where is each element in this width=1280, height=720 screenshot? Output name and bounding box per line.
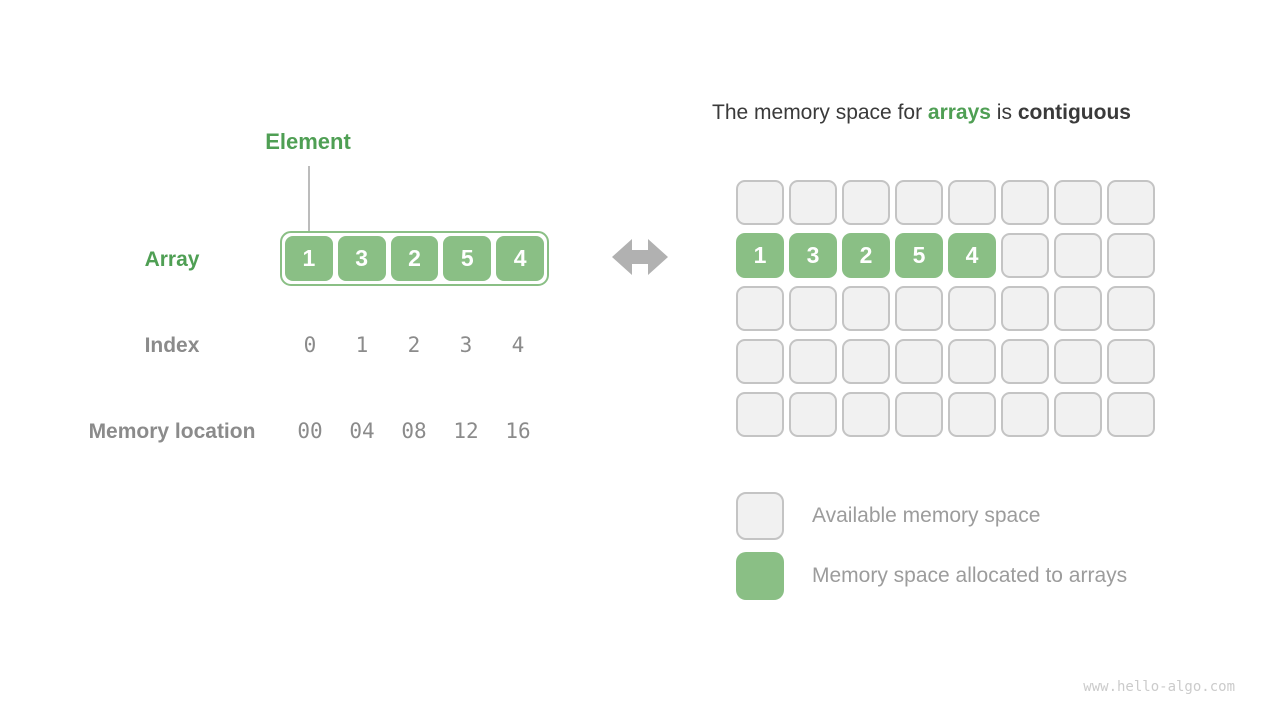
legend-swatch-available: [736, 492, 784, 540]
array-label: Array: [144, 248, 200, 271]
memory-cell-available: [1107, 339, 1155, 384]
memory-location-value: 12: [453, 419, 479, 443]
memory-cell-available: [1107, 392, 1155, 437]
memory-cell-available: [789, 392, 837, 437]
memory-cell-available: [895, 180, 943, 225]
index-label: Index: [144, 334, 200, 357]
memory-cell-allocated: 3: [789, 233, 837, 278]
memory-cell-available: [1001, 339, 1049, 384]
legend-label-available: Available memory space: [812, 504, 1041, 527]
memory-location-value: 16: [505, 419, 531, 443]
watermark-url: www.hello-algo.com: [1083, 679, 1235, 695]
memory-location-value: 00: [297, 419, 323, 443]
memory-location-row: 00 04 08 12 16: [284, 418, 544, 445]
memory-cell-available: [948, 286, 996, 331]
array-cell: 5: [443, 236, 492, 281]
memory-location-value: 08: [401, 419, 427, 443]
legend-swatch-allocated: [736, 552, 784, 600]
legend-label-allocated: Memory space allocated to arrays: [812, 564, 1128, 587]
memory-cell-available: [1054, 339, 1102, 384]
memory-title-middle: is: [990, 101, 1018, 124]
index-value: 0: [303, 333, 317, 357]
memory-cell-available: [736, 286, 784, 331]
memory-title: The memory space for arrays is contiguou…: [712, 101, 1131, 125]
memory-cell-available: [895, 339, 943, 384]
array-cell: 1: [285, 236, 333, 281]
index-value: 2: [407, 333, 421, 357]
index-row: 0 1 2 3 4: [284, 332, 544, 359]
memory-location-value: 04: [349, 419, 375, 443]
memory-cell-available: [842, 339, 890, 384]
memory-cell-available: [842, 392, 890, 437]
memory-cell-available: [1054, 286, 1102, 331]
array-cell: 2: [390, 236, 439, 281]
memory-location-label: Memory location: [88, 420, 256, 443]
memory-cell-available: [948, 180, 996, 225]
array-cell: 4: [496, 236, 544, 281]
memory-cell-available: [1054, 392, 1102, 437]
memory-title-prefix: The memory space for: [712, 101, 928, 124]
memory-cell-available: [1107, 233, 1155, 278]
array-box: 1 3 2 5 4: [280, 231, 549, 286]
memory-cell-available: [842, 286, 890, 331]
memory-cell-available: [1107, 286, 1155, 331]
memory-cell-available: [948, 392, 996, 437]
memory-cell-available: [1001, 233, 1049, 278]
memory-title-bold: contiguous: [1017, 101, 1131, 124]
memory-cell-available: [736, 392, 784, 437]
memory-cell-available: [1054, 180, 1102, 225]
memory-cell-allocated: 1: [736, 233, 784, 278]
memory-cell-allocated: 5: [895, 233, 943, 278]
memory-cell-available: [842, 180, 890, 225]
memory-cell-available: [736, 339, 784, 384]
index-value: 4: [511, 333, 525, 357]
memory-cell-allocated: 2: [842, 233, 890, 278]
memory-cell-available: [1054, 233, 1102, 278]
memory-cell-available: [1107, 180, 1155, 225]
array-cell: 3: [337, 236, 386, 281]
index-value: 1: [355, 333, 369, 357]
memory-cell-available: [895, 286, 943, 331]
double-arrow-icon: [611, 236, 669, 278]
memory-title-highlight: arrays: [927, 101, 991, 124]
memory-cell-available: [789, 180, 837, 225]
memory-cell-available: [1001, 392, 1049, 437]
memory-cell-available: [1001, 180, 1049, 225]
element-label: Element: [265, 129, 351, 154]
element-connector-line: [308, 166, 310, 231]
memory-cell-available: [789, 339, 837, 384]
memory-cell-available: [789, 286, 837, 331]
memory-cell-available: [948, 339, 996, 384]
memory-cell-available: [1001, 286, 1049, 331]
memory-cell-allocated: 4: [948, 233, 996, 278]
index-value: 3: [459, 333, 473, 357]
memory-cell-available: [736, 180, 784, 225]
memory-cell-available: [895, 392, 943, 437]
